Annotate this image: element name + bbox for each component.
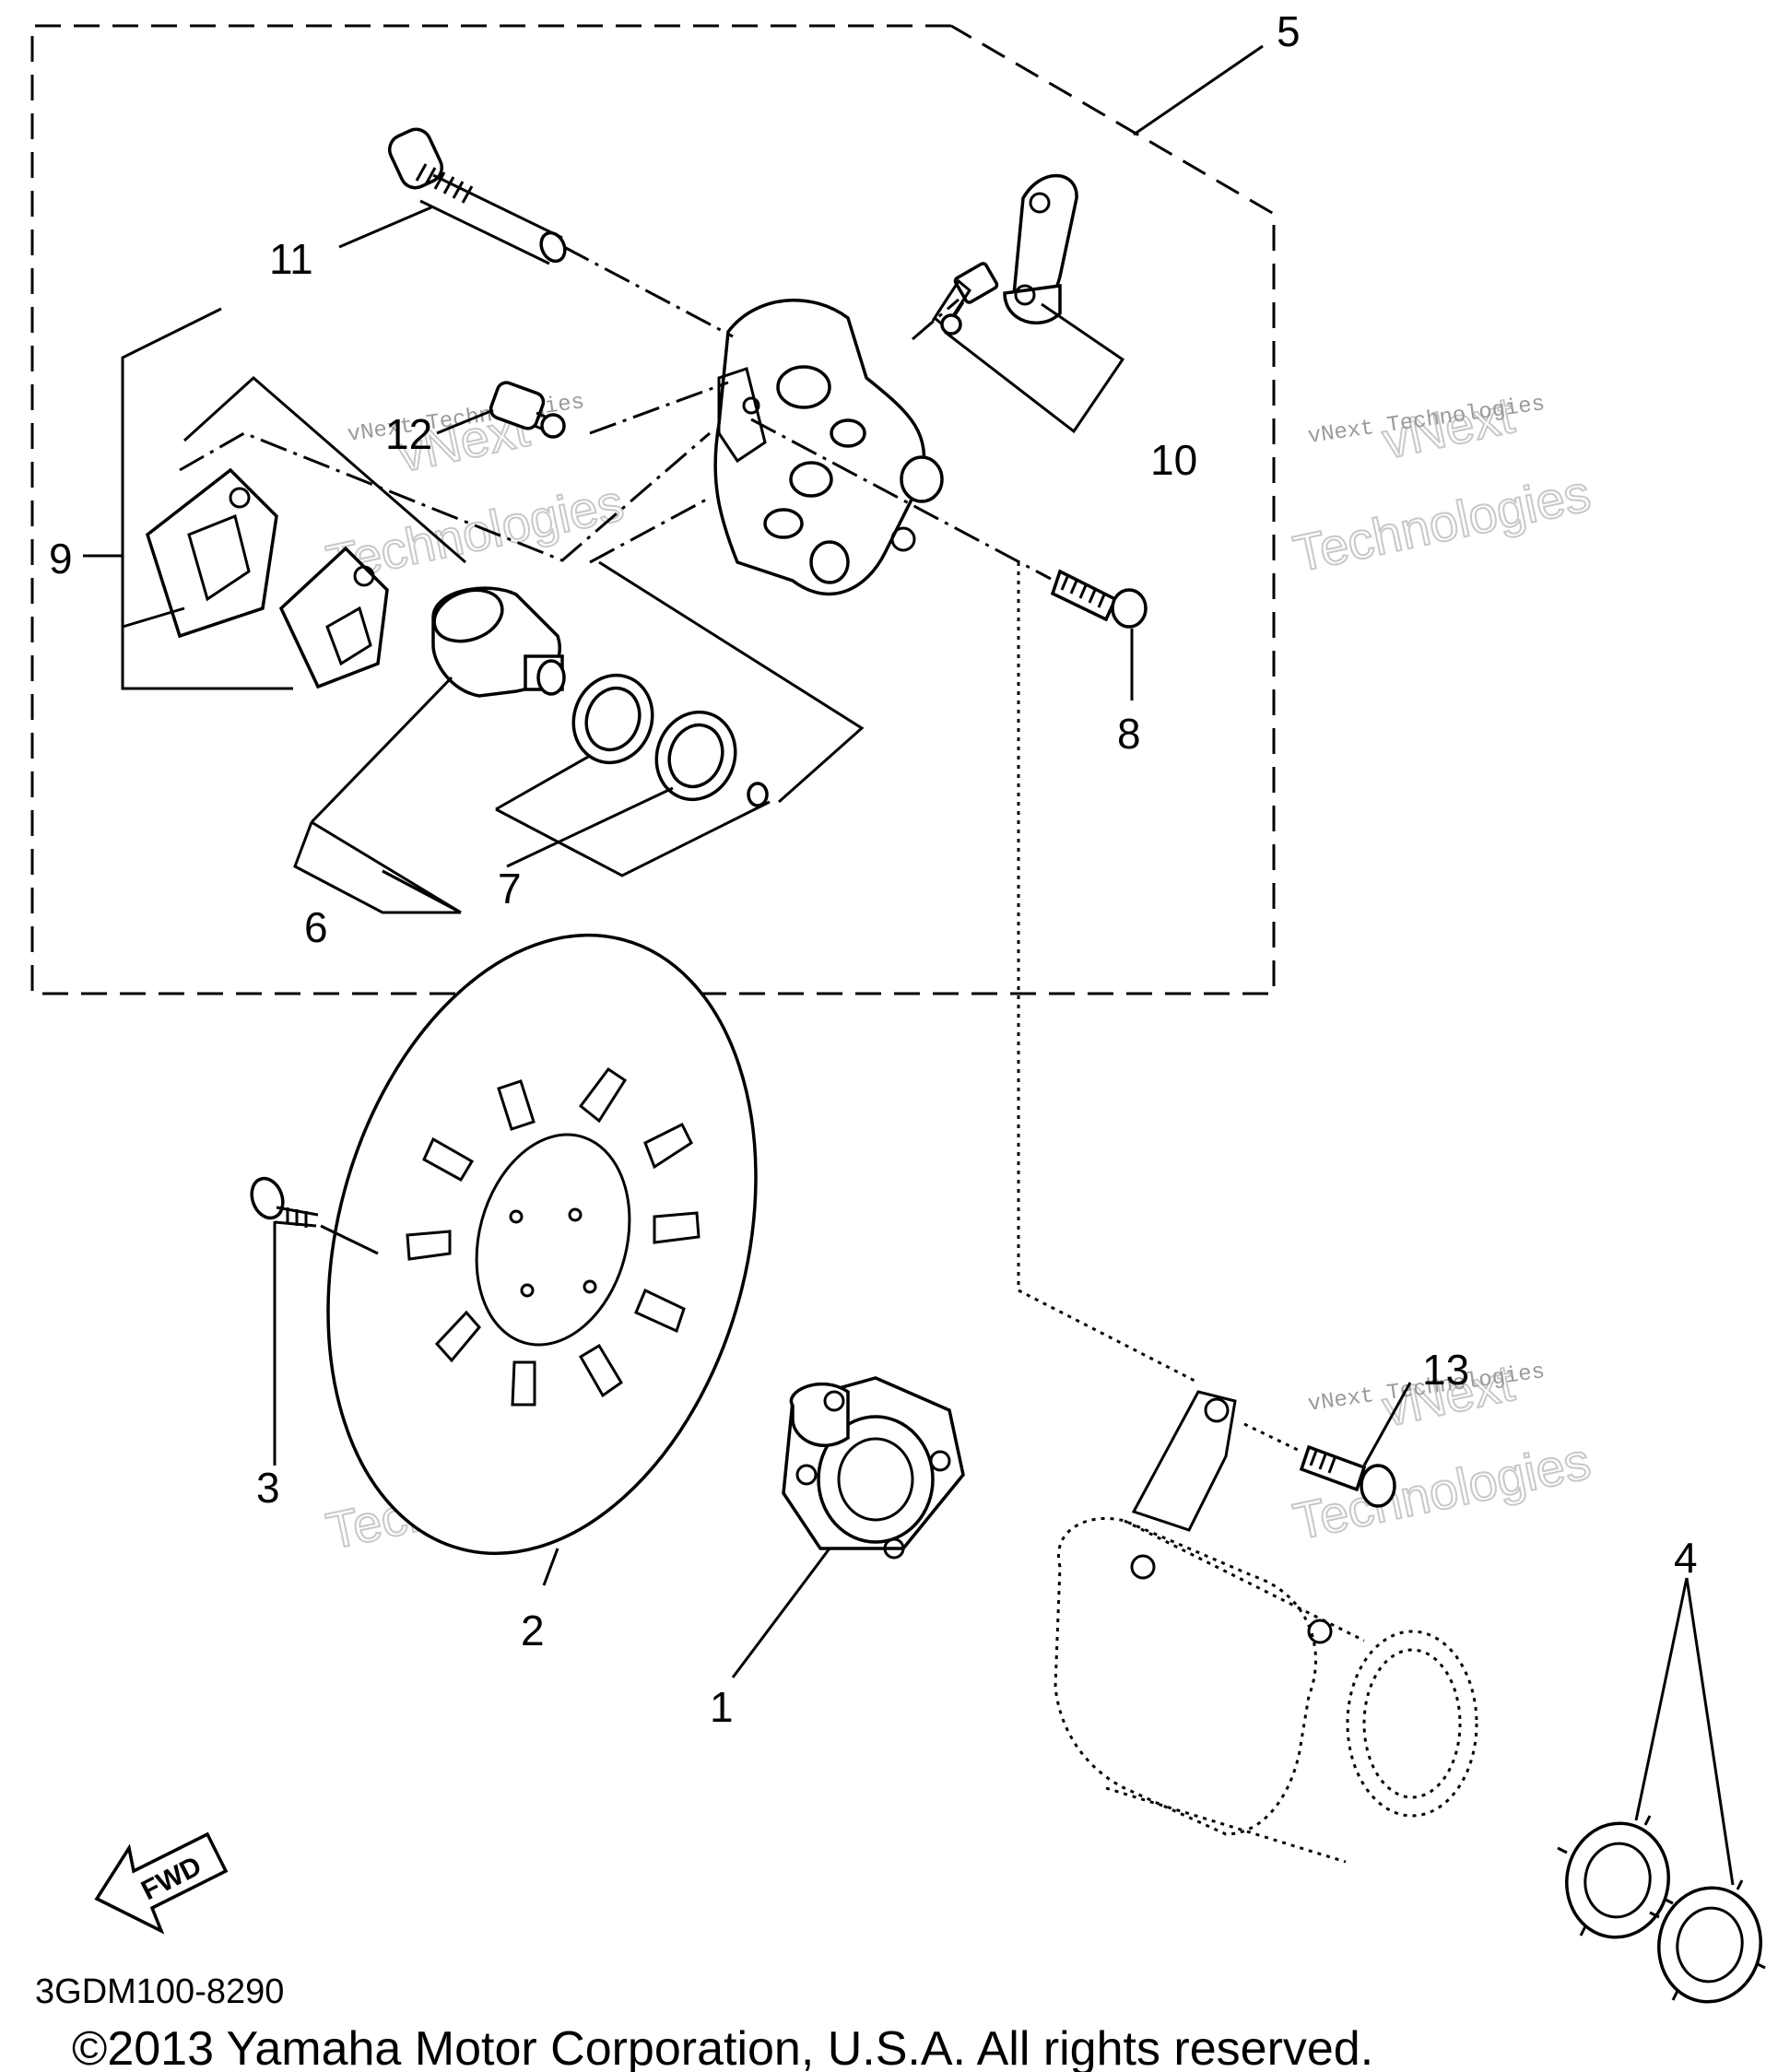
bolt-part-8 [1050,569,1148,629]
nut-part-4-b [1649,1879,1766,2004]
leader-11 [338,206,432,249]
callout-2: 2 [521,1607,545,1654]
callout-6: 6 [304,903,328,951]
callout-10: 10 [1150,436,1197,484]
piston-part-6 [431,586,566,698]
callout-4: 4 [1674,1534,1698,1582]
brake-pad-part-9-a [145,467,278,639]
watermark-big-text: Technologies [1289,1431,1595,1551]
assembly-line-pad [179,431,711,562]
leader-2 [542,1548,559,1586]
assembly-line-8 [750,418,1052,581]
bleed-screw-part-10 [931,262,999,336]
leader-10-bracket [944,302,1125,434]
assembly-line-13 [1243,1422,1301,1453]
piston-seal-part-7-b [654,710,737,802]
leader-5 [1133,44,1264,136]
bracket-piston-outline [598,560,865,804]
leader-4-b [1685,1577,1735,1886]
watermark-big-text: Technologies [1289,464,1595,583]
small-seal [747,782,769,807]
leader-6-bracket [293,821,461,914]
copyright-text: ©2013 Yamaha Motor Corporation, U.S.A. A… [72,2022,1373,2072]
leader-9-bracket [121,307,293,690]
callout-5: 5 [1277,7,1301,55]
brake-pad-part-9-b [278,546,389,689]
mount-line [1017,562,1199,1384]
caliper-bracket [1054,1390,1478,1864]
leader-7-c [506,786,674,868]
fwd-arrow-icon: FWD [94,1831,229,1935]
callout-13: 13 [1422,1346,1469,1394]
assembly-line-bolt [563,245,734,338]
callout-7: 7 [498,865,522,912]
pad-clip-part-10 [1003,173,1078,325]
caliper-body [713,299,944,596]
leader-4-a [1634,1577,1689,1821]
watermark-2: Technologies vNext [1288,384,1596,583]
hub-part-1 [782,1376,965,1560]
leader-12 [436,408,494,435]
callout-12: 12 [385,410,432,458]
bolt-part-13 [1299,1444,1396,1508]
caliper-bolt-part-11 [387,127,567,265]
leader-1 [731,1548,831,1678]
callout-11: 11 [269,235,313,283]
caliper-assembly-boundary [30,24,1276,995]
leader-9-line [122,606,185,629]
piston-seal-part-7-a [571,673,654,765]
disc-bolt-part-3 [250,1176,319,1228]
leader-7-a [495,754,591,811]
bracket-pad-outline [182,375,466,564]
callout-9: 9 [49,535,73,583]
diagram-code: 3GDM100-8290 [35,1972,284,2011]
leader-6-a [310,676,453,824]
assembly-line-piston [589,496,711,564]
callout-8: 8 [1117,710,1141,758]
nut-part-4-a [1557,1815,1674,1939]
leader-7-b [495,800,771,877]
leader-6-b [311,820,462,914]
callout-1: 1 [710,1683,734,1731]
assembly-line-bleed [589,381,729,435]
bleed-valve-part-12 [489,381,566,439]
brake-disc-part-2 [326,933,758,1556]
leader-13 [1362,1382,1412,1466]
leader-6-c [382,869,462,914]
callout-3: 3 [256,1464,280,1512]
assembly-line-3 [320,1224,379,1255]
assembly-line-clip [912,298,960,341]
